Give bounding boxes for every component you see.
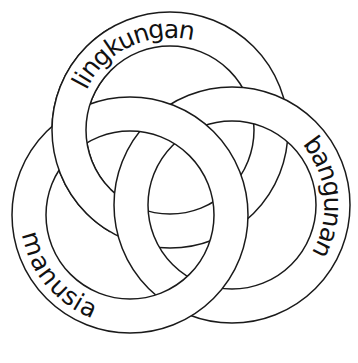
label-letter: n [177, 17, 197, 44]
band-label: lingkungan [52, 12, 288, 248]
band-overlap [52, 12, 110, 248]
band-node: lingkungan [52, 12, 288, 248]
band-label: manusia [12, 97, 248, 333]
band-ring [12, 97, 248, 333]
label-letter: g [147, 16, 166, 43]
label-letter: g [318, 178, 345, 198]
band-label: bangunan [114, 87, 350, 323]
label-letter: u [320, 196, 345, 212]
band-node: bangunan [114, 87, 350, 323]
band-node: manusia [12, 97, 248, 333]
